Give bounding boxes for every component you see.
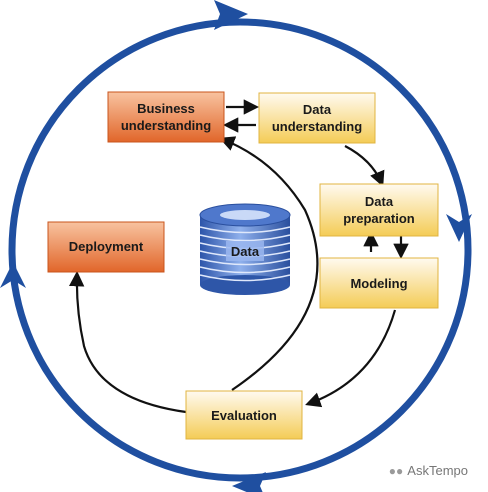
arrow-data-understanding-to-preparation [344,145,385,187]
arrow-evaluation-to-business [219,136,319,391]
node-data-preparation-line2: preparation [343,211,415,226]
wechat-icon: ●● [388,464,404,478]
node-business-line2: understanding [121,118,211,133]
watermark: ●●AskTempo [389,463,468,478]
node-deployment-label: Deployment [69,239,144,254]
ring-arrowhead-left [0,262,26,288]
ring-arrowhead-top [214,0,248,30]
node-data-understanding-line2: understanding [272,119,362,134]
node-data-understanding: Data understanding [258,92,376,144]
node-evaluation-label: Evaluation [211,408,277,423]
arrow-modeling-to-evaluation [305,309,397,408]
node-data-understanding-line1: Data [303,102,332,117]
node-data-preparation: Data preparation [319,183,439,237]
data-cylinder-label: Data [231,244,260,259]
ring-arrowhead-bottom [232,472,266,492]
node-modeling-label: Modeling [350,276,407,291]
outer-cycle-ring [8,18,472,482]
data-cylinder-icon: Data [199,203,291,295]
node-deployment: Deployment [47,221,165,273]
node-modeling: Modeling [319,257,439,309]
watermark-text: AskTempo [407,463,468,478]
node-business-understanding: Business understanding [107,91,225,143]
node-data-preparation-line1: Data [365,194,394,209]
flow-arrows [68,99,409,414]
node-business-line1: Business [137,101,195,116]
arrow-evaluation-to-deployment [68,270,187,414]
ring-arrowhead-right [446,214,472,242]
node-evaluation: Evaluation [185,390,303,440]
